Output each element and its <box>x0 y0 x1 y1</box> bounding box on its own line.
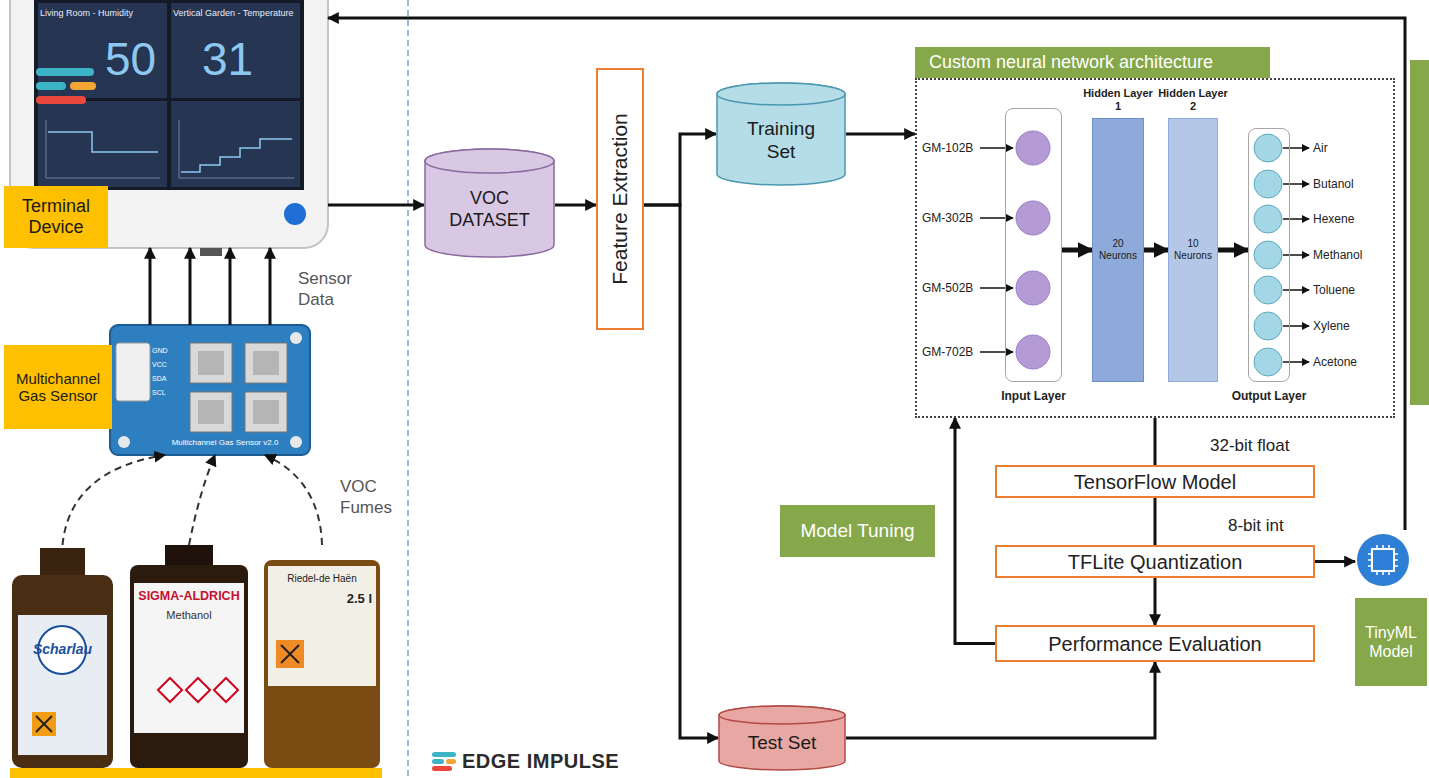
bottle-label: Methanol <box>128 609 250 621</box>
pin-label: VCC <box>152 361 167 368</box>
pin-label: SCL <box>152 389 166 396</box>
board-print: Multichannel Gas Sensor v2.0 <box>150 439 300 448</box>
side-panel <box>1410 60 1429 405</box>
solvent-bottle: SIGMA-ALDRICH Methanol <box>128 545 250 768</box>
solvent-bottle: Scharlau <box>10 545 115 768</box>
device-tag: Terminal Device <box>4 186 108 248</box>
brand-logo <box>432 752 456 771</box>
connector <box>150 248 270 325</box>
connector <box>1155 578 1156 625</box>
process-label: TensorFlow Model <box>1074 470 1236 494</box>
tag-text: Multichannel Gas Sensor <box>4 370 112 405</box>
edge-label: VOC Fumes <box>340 476 400 519</box>
process-label: Performance Evaluation <box>1048 632 1261 656</box>
connector <box>644 134 716 205</box>
process-box: Performance Evaluation <box>995 625 1315 662</box>
divider-line <box>407 0 409 778</box>
cylinder-label: Training Set <box>736 118 826 164</box>
neuron-count: 10 Neurons <box>1169 238 1217 262</box>
dataset-cylinder: Test Set <box>718 705 846 771</box>
class-name: Butanol <box>1313 177 1354 191</box>
sensor-board <box>110 325 310 455</box>
connector <box>1062 250 1092 251</box>
connector <box>1155 498 1156 545</box>
class-name: Air <box>1313 141 1328 155</box>
pin-label: GND <box>152 347 168 354</box>
connector <box>1218 250 1248 251</box>
bottle-label: 2.5 l <box>347 591 372 606</box>
gas-sensor-board: Multichannel Gas Sensor v2.0 <box>110 325 310 455</box>
tuning-label: Model Tuning <box>800 520 914 543</box>
class-name: Hexene <box>1313 212 1354 226</box>
edge-label: Sensor Data <box>298 268 362 311</box>
dashed-arrow <box>189 455 215 545</box>
precision-label: 32-bit float <box>1210 436 1289 456</box>
process-box: TFLite Quantization <box>995 545 1315 578</box>
sensor-name: GM-502B <box>922 281 973 295</box>
bottle-label: Scharlau <box>10 641 115 657</box>
sensor-name: GM-302B <box>922 211 973 225</box>
dashed-arrow <box>63 455 166 545</box>
connector <box>644 205 718 738</box>
class-name: Toluene <box>1313 283 1355 297</box>
tuning-box: Model Tuning <box>780 505 935 557</box>
dataset-cylinder: VOC DATASET <box>424 148 555 258</box>
dashed-arrow <box>265 455 322 545</box>
connector <box>1155 418 1156 465</box>
layer-box: Output Layer <box>1248 128 1290 382</box>
hidden-layer: Hidden Layer 120 Neurons <box>1092 118 1144 382</box>
brand-name: EDGE IMPULSE <box>462 750 619 773</box>
class-name: Acetone <box>1313 355 1357 369</box>
solvent-bottle: Riedel-de Haën 2.5 l <box>262 545 382 768</box>
layer-name: Input Layer <box>981 389 1086 403</box>
pin-label: SDA <box>152 375 166 382</box>
class-name: Xylene <box>1313 319 1350 333</box>
process-box: Feature Extraction <box>596 68 644 330</box>
sensor-tag: Multichannel Gas Sensor <box>4 345 112 429</box>
process-label: TFLite Quantization <box>1068 550 1243 574</box>
reading-value: 50 <box>105 36 156 82</box>
process-box: TensorFlow Model <box>995 465 1315 498</box>
brand-logo <box>36 68 96 104</box>
connector <box>846 134 915 135</box>
model-label: TinyML Model <box>1355 598 1427 686</box>
sensor-name: GM-102B <box>922 141 973 155</box>
leader-arrows <box>980 148 1309 362</box>
connector <box>555 205 596 206</box>
class-name: Methanol <box>1313 248 1362 262</box>
layer-name: Hidden Layer 2 <box>1156 87 1230 113</box>
connector <box>955 418 995 644</box>
neuron-count: 20 Neurons <box>1093 238 1143 262</box>
connector <box>846 662 1155 738</box>
bottle-label: Riedel-de Haën <box>262 573 382 584</box>
connector <box>1144 250 1168 251</box>
frame-heading: Custom neural network architecture <box>915 47 1270 78</box>
layer-box: Input Layer <box>1005 108 1062 382</box>
precision-label: 8-bit int <box>1228 516 1284 536</box>
cylinder-label: Test Set <box>748 732 817 755</box>
screen-title: Vertical Garden - Temperature <box>173 8 297 18</box>
solvent-bottles <box>10 545 382 778</box>
reading-value: 31 <box>202 36 253 82</box>
cylinder-label: VOC DATASET <box>442 188 537 231</box>
layer-name: Output Layer <box>1219 389 1319 403</box>
screen-title: Living Room - Humidity <box>40 8 162 18</box>
connector <box>1315 561 1355 562</box>
connector <box>328 18 1405 530</box>
sensor-name: GM-702B <box>922 345 973 359</box>
process-label: Feature Extraction <box>608 113 632 285</box>
hidden-layer: Hidden Layer 210 Neurons <box>1168 118 1218 382</box>
connector <box>328 205 424 206</box>
dataset-cylinder: Training Set <box>716 82 846 186</box>
layer-name: Hidden Layer 1 <box>1081 87 1155 113</box>
bottle-label: SIGMA-ALDRICH <box>128 589 250 603</box>
neuron-circles <box>1016 131 1282 376</box>
tag-text: Terminal Device <box>4 196 108 237</box>
deployed-model: TinyML Model <box>1355 530 1427 688</box>
chip-icon <box>1357 534 1409 586</box>
